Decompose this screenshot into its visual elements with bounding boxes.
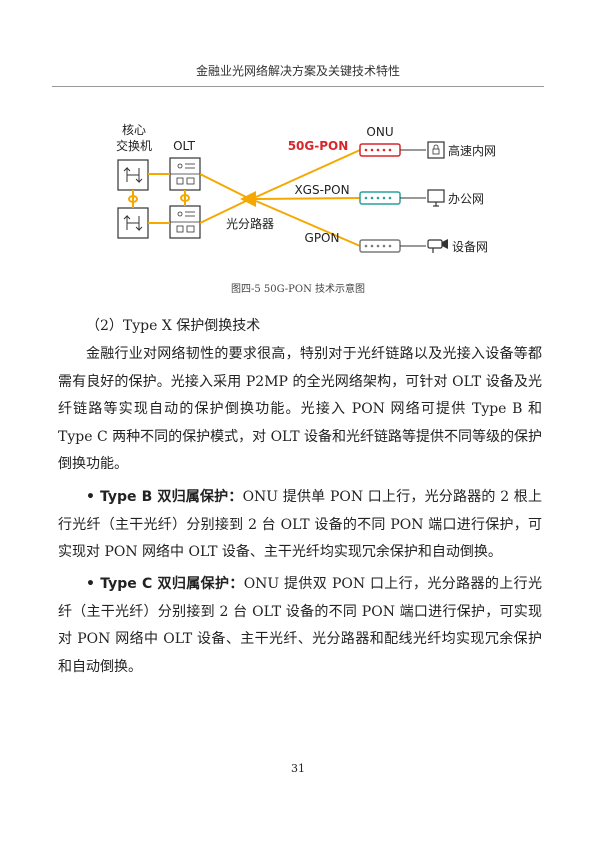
pon-diagram: 核心 交换机 OLT ONU	[116, 123, 496, 254]
onu-gpon-device	[359, 239, 401, 253]
pon-xgs-label: XGS-PON	[294, 183, 349, 197]
figure-caption: 图四-5 50G-PON 技术示意图	[230, 284, 366, 295]
net-highspeed-label: 高速内网	[448, 143, 496, 158]
olt-device-icon	[169, 205, 201, 239]
bullet-type-c-text: ONU 提供双 PON 口上行，光分路器的上行光纤（主干光纤）分别接到 2 台 …	[58, 576, 542, 675]
bullet-type-c: • Type C 双归属保护：ONU 提供双 PON 口上行，光分路器的上行光纤…	[58, 571, 542, 681]
olt-label: OLT	[173, 139, 195, 153]
bullet-type-b-text: ONU 提供单 PON 口上行，光分路器的 2 根上行光纤（主干光纤）分别接到 …	[58, 489, 542, 560]
bullet-type-b: • Type B 双归属保护：ONU 提供单 PON 口上行，光分路器的 2 根…	[58, 484, 542, 567]
onu-xgs-device	[359, 191, 401, 205]
header-rule	[52, 86, 544, 87]
bullet-type-b-lead: • Type B 双归属保护：	[86, 489, 243, 505]
bullet-type-c-lead: • Type C 双归属保护：	[86, 576, 244, 592]
secure-terminal-icon	[427, 141, 445, 159]
core-switch-label-1: 核心	[122, 123, 146, 137]
section-heading: （2）Type X 保护倒换技术	[86, 318, 261, 334]
net-device-label: 设备网	[452, 240, 488, 254]
onu-label: ONU	[366, 125, 393, 139]
core-switch-label-2: 交换机	[116, 138, 152, 153]
splitter-label: 光分路器	[226, 216, 274, 231]
office-computer-icon	[427, 189, 445, 207]
olt-device-icon	[169, 157, 201, 191]
splitter-icon	[240, 191, 256, 207]
running-header: 金融业光网络解决方案及关键技术特性	[195, 64, 400, 78]
switch-olt-links	[128, 173, 190, 224]
net-office-label: 办公网	[448, 191, 484, 206]
page-number: 31	[291, 762, 305, 775]
distribution-fibers	[255, 149, 361, 247]
core-switch-icon	[117, 207, 149, 239]
pon-g-label: GPON	[305, 231, 340, 245]
trunk-fibers	[199, 173, 249, 224]
paragraph-intro: 金融行业对网络韧性的要求很高，特别对于光纤链路以及光接入设备等都需有良好的保护。…	[58, 346, 542, 472]
pon-50g-label: 50G-PON	[288, 139, 349, 153]
camera-icon	[427, 239, 448, 253]
onu-endpoint-links	[400, 149, 426, 247]
core-switch-icon	[117, 159, 149, 191]
onu-50g-device	[359, 143, 401, 157]
